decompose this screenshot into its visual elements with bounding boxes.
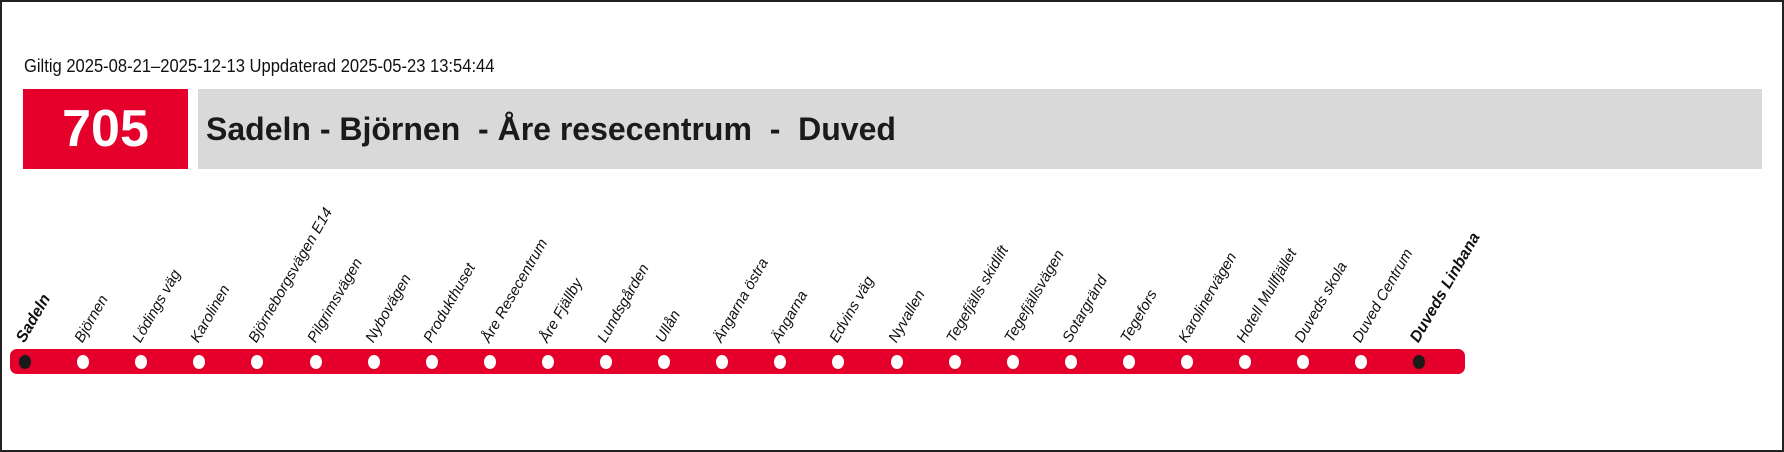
stop-marker	[1181, 355, 1193, 369]
route-title: Sadeln - Björnen - Åre resecentrum - Duv…	[198, 89, 1762, 169]
stop-marker	[890, 355, 903, 369]
stop-marker	[251, 355, 264, 369]
stop-marker	[1355, 355, 1368, 369]
stop-marker	[1064, 355, 1077, 369]
stop-marker	[77, 355, 90, 369]
stop-marker	[716, 355, 729, 369]
stop-marker	[135, 355, 148, 369]
route-number-badge: 705	[23, 89, 188, 169]
stop-marker	[600, 355, 612, 369]
stop-marker	[1006, 355, 1019, 369]
stop-marker	[774, 355, 787, 369]
stop-marker	[193, 355, 206, 369]
stop-marker	[948, 355, 961, 369]
stop-marker	[658, 355, 671, 369]
stop-marker	[1122, 355, 1135, 369]
stop-marker	[367, 355, 380, 369]
stop-marker	[19, 355, 31, 369]
stop-marker	[1297, 355, 1310, 369]
validity-text: Giltig 2025-08-21–2025-12-13 Uppdaterad …	[24, 56, 495, 76]
stop-marker	[1239, 355, 1252, 369]
stop-marker	[1413, 355, 1426, 369]
stop-marker	[541, 355, 554, 369]
stop-marker	[425, 355, 438, 369]
stop-marker	[309, 355, 322, 369]
stop-marker	[832, 355, 845, 369]
stop-marker	[483, 355, 496, 369]
